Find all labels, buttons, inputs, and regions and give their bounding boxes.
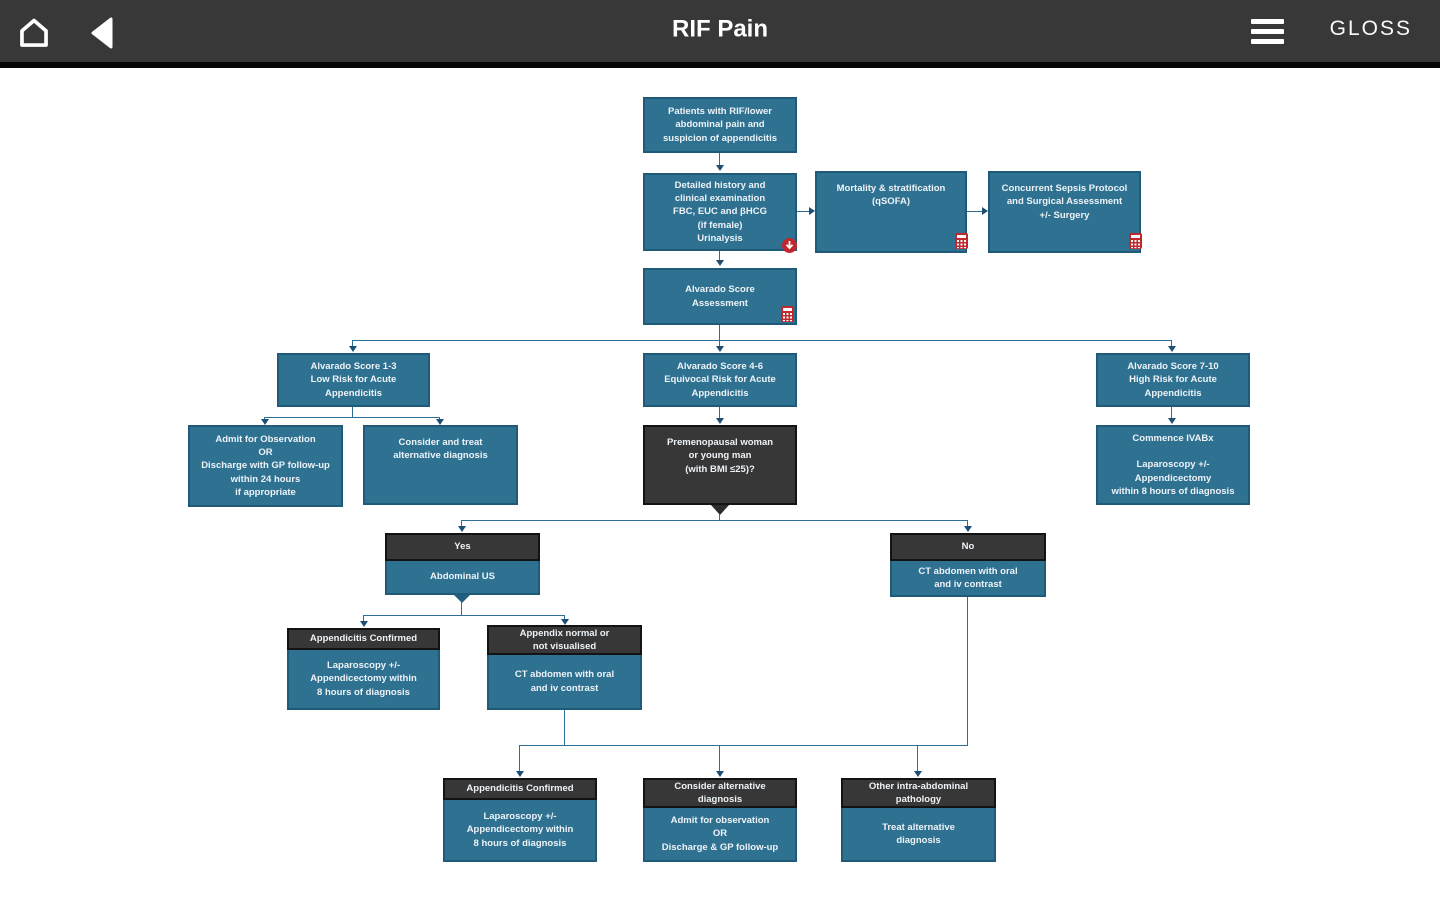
home-button[interactable] bbox=[14, 13, 54, 53]
node-sepsis-protocol: Concurrent Sepsis Protocol and Surgical … bbox=[988, 171, 1142, 253]
arrowhead-down-icon bbox=[716, 260, 724, 266]
arrowhead-right-icon bbox=[809, 207, 815, 215]
node-score-1-3: Alvarado Score 1-3 Low Risk for Acute Ap… bbox=[277, 353, 430, 407]
connector-line bbox=[1171, 340, 1172, 347]
hamburger-menu-icon bbox=[1251, 19, 1284, 24]
topbar-divider bbox=[0, 62, 1440, 68]
back-button[interactable] bbox=[84, 13, 120, 53]
node-commence-ivabx: Commence IVABx Laparoscopy +/- Appendice… bbox=[1096, 425, 1250, 505]
connector-line bbox=[352, 340, 353, 347]
arrowhead-down-icon bbox=[964, 526, 972, 532]
node-yes-abdominal-us: Yes Abdominal US bbox=[385, 533, 540, 595]
arrowhead-down-icon bbox=[261, 419, 269, 425]
arrowhead-down-icon bbox=[516, 771, 524, 777]
node-score-4-6: Alvarado Score 4-6 Equivocal Risk for Ac… bbox=[643, 353, 797, 407]
node-patients: Patients with RIF/lower abdominal pain a… bbox=[643, 97, 797, 153]
connector-line bbox=[719, 514, 720, 520]
arrowhead-down-icon bbox=[458, 526, 466, 532]
arrowhead-right-icon bbox=[982, 207, 988, 215]
node-no-ct-abdomen: No CT abdomen with oral and iv contrast bbox=[890, 533, 1046, 597]
top-app-bar: RIF Pain GLOSS bbox=[0, 0, 1440, 62]
arrowhead-down-icon bbox=[561, 619, 569, 625]
connector-line bbox=[564, 615, 565, 620]
connector-line bbox=[719, 325, 720, 340]
connector-line bbox=[564, 710, 565, 745]
connector-line bbox=[719, 745, 720, 772]
connector-line bbox=[719, 340, 720, 347]
node-history-examination: Detailed history and clinical examinatio… bbox=[643, 173, 797, 253]
node-tail-pointer bbox=[711, 505, 729, 515]
node-admit-or-discharge: Admit for Observation OR Discharge with … bbox=[188, 425, 343, 507]
connector-line bbox=[519, 745, 520, 772]
calculator-icon[interactable] bbox=[955, 233, 968, 249]
node-other-pathology: Other intra-abdominal pathology Treat al… bbox=[841, 778, 996, 862]
arrowhead-down-icon bbox=[716, 165, 724, 171]
connector-line bbox=[719, 407, 720, 419]
back-arrow-icon bbox=[89, 16, 115, 50]
connector-line bbox=[917, 745, 918, 772]
page-title: RIF Pain bbox=[671, 15, 769, 43]
connector-line bbox=[1171, 407, 1172, 419]
connector-line bbox=[439, 417, 440, 420]
connector-line bbox=[461, 602, 462, 615]
arrowhead-down-icon bbox=[360, 621, 368, 627]
hamburger-menu-button[interactable] bbox=[1251, 19, 1284, 44]
node-score-7-10: Alvarado Score 7-10 High Risk for Acute … bbox=[1096, 353, 1250, 407]
connector-line bbox=[364, 615, 565, 616]
arrowhead-down-icon bbox=[1168, 346, 1176, 352]
connector-line bbox=[719, 153, 720, 166]
download-icon[interactable] bbox=[782, 238, 797, 253]
node-consider-alternative-diagnosis: Consider alternative diagnosis Admit for… bbox=[643, 778, 797, 862]
node-alvarado-score: Alvarado Score Assessment bbox=[643, 268, 797, 325]
node-appendicitis-confirmed-ct: Appendicitis Confirmed Laparoscopy +/- A… bbox=[443, 778, 597, 862]
node-appendix-normal: Appendix normal or not visualised CT abd… bbox=[487, 625, 642, 710]
home-icon bbox=[17, 16, 51, 50]
connector-line bbox=[353, 340, 1172, 341]
gloss-button[interactable]: GLOSS bbox=[1329, 17, 1412, 40]
arrowhead-down-icon bbox=[436, 419, 444, 425]
connector-line bbox=[363, 615, 364, 622]
arrowhead-down-icon bbox=[914, 771, 922, 777]
connector-line bbox=[265, 417, 440, 418]
arrowhead-down-icon bbox=[716, 418, 724, 424]
connector-line bbox=[797, 211, 809, 212]
connector-line bbox=[967, 211, 982, 212]
node-premenopausal-question: Premenopausal woman or young man (with B… bbox=[643, 425, 797, 505]
arrowhead-down-icon bbox=[716, 346, 724, 352]
arrowhead-down-icon bbox=[349, 346, 357, 352]
connector-line bbox=[967, 520, 968, 528]
connector-line bbox=[967, 597, 968, 745]
arrowhead-down-icon bbox=[716, 771, 724, 777]
connector-line bbox=[462, 520, 968, 521]
connector-line bbox=[264, 417, 265, 420]
node-appendicitis-confirmed-us: Appendicitis Confirmed Laparoscopy +/- A… bbox=[287, 628, 440, 710]
connector-line bbox=[719, 251, 720, 261]
connector-line bbox=[352, 407, 353, 417]
node-tail-pointer bbox=[454, 595, 470, 603]
calculator-icon[interactable] bbox=[781, 306, 794, 322]
node-consider-treat-alternative: Consider and treat alternative diagnosis bbox=[363, 425, 518, 505]
calculator-icon[interactable] bbox=[1129, 233, 1142, 249]
node-mortality-stratification: Mortality & stratification (qSOFA) bbox=[815, 171, 968, 253]
arrowhead-down-icon bbox=[1168, 418, 1176, 424]
connector-line bbox=[461, 520, 462, 528]
connector-line bbox=[520, 745, 968, 746]
